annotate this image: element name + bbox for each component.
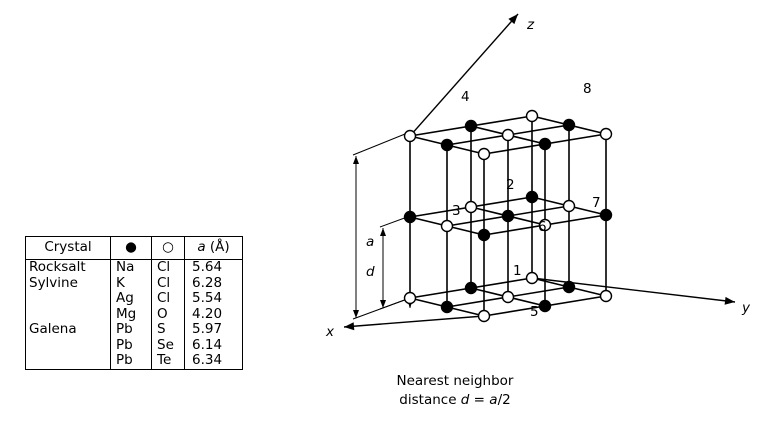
cell-lattice-constant: 6.28 <box>184 275 243 291</box>
caption-var-a: a <box>489 392 498 408</box>
cell-lattice-constant: 5.64 <box>184 259 243 276</box>
header-crystal: Crystal <box>25 236 111 260</box>
black-atom <box>599 208 613 222</box>
z-axis-line <box>409 13 519 137</box>
white-atom <box>477 147 491 161</box>
cell-white-atom: Cl <box>151 290 185 307</box>
diagram-labels: z x y ad 1 2 3 4 5 6 7 8 <box>325 17 751 340</box>
atom-number-label: 3 <box>452 203 461 219</box>
cell-white-atom: Cl <box>151 275 185 291</box>
caption-line1: Nearest neighbor <box>396 373 514 389</box>
white-atom <box>501 290 515 304</box>
header-a-symbol: a <box>197 239 206 256</box>
cell-black-atom: Pb <box>110 321 152 338</box>
header-a-unit: (Å) <box>205 239 230 256</box>
black-atom <box>538 299 552 313</box>
z-axis-arrowhead <box>508 14 518 25</box>
white-atom <box>477 309 491 323</box>
black-atom <box>403 210 417 224</box>
black-atom <box>440 138 454 152</box>
x-axis-line <box>343 315 485 328</box>
y-axis-label: y <box>741 300 751 316</box>
black-atom <box>440 300 454 314</box>
y-axis-line <box>531 277 736 303</box>
dimension-markers <box>352 131 411 320</box>
white-atom <box>599 289 613 303</box>
white-atom <box>562 199 576 213</box>
atom-number-label: 7 <box>592 195 601 211</box>
white-atom <box>464 200 478 214</box>
caption-eq: = <box>469 392 490 408</box>
caption-line2: distance d = a/2 <box>360 391 550 410</box>
black-atom <box>464 281 478 295</box>
atom-number-label: 5 <box>530 304 539 320</box>
z-axis-label: z <box>526 17 535 33</box>
cell-black-atom: Mg <box>110 306 152 322</box>
black-atom <box>477 228 491 242</box>
header-lattice-constant: a (Å) <box>184 236 243 260</box>
caption-line2-prefix: distance <box>399 392 461 408</box>
black-atom <box>538 137 552 151</box>
cell-lattice-constant: 4.20 <box>184 306 243 322</box>
atom-number-label: 2 <box>506 177 515 193</box>
white-atom <box>525 109 539 123</box>
cell-black-atom: Ag <box>110 290 152 307</box>
white-atom <box>440 219 454 233</box>
cell-lattice-constant: 5.54 <box>184 290 243 307</box>
header-black-atom: ● <box>110 236 152 260</box>
cell-white-atom: Se <box>151 337 185 353</box>
coordinate-axes <box>343 13 736 331</box>
cell-black-atom: Na <box>110 259 152 276</box>
atom-number-label: 1 <box>513 263 522 279</box>
caption-suffix: /2 <box>497 392 511 408</box>
cell-lattice-constant: 6.14 <box>184 337 243 353</box>
dim-d-label: d <box>366 264 375 280</box>
caption: Nearest neighbor distance d = a/2 <box>360 372 550 410</box>
dim-d-arrow-top <box>380 228 386 236</box>
dim-a-arrow-top <box>353 156 359 164</box>
black-atom <box>562 280 576 294</box>
cell-white-atom: Cl <box>151 259 185 276</box>
atom-number-label: 8 <box>583 81 592 97</box>
dim-a-label: a <box>366 234 374 250</box>
black-atom <box>562 118 576 132</box>
lattice-atoms <box>403 109 613 323</box>
white-atom <box>501 128 515 142</box>
caption-var-d: d <box>460 392 470 408</box>
cell-black-atom: Pb <box>110 337 152 353</box>
white-atom <box>403 291 417 305</box>
atom-number-label: 6 <box>538 219 547 235</box>
x-axis-arrowhead <box>344 322 355 331</box>
black-atom <box>501 209 515 223</box>
white-atom <box>403 129 417 143</box>
dim-a-arrow-bottom <box>353 310 359 318</box>
cell-white-atom: Te <box>151 352 185 370</box>
white-atom <box>599 127 613 141</box>
y-axis-arrowhead <box>724 296 735 305</box>
table-header-row: Crystal ● ○ a (Å) <box>25 236 243 260</box>
cell-lattice-constant: 5.97 <box>184 321 243 338</box>
dim-d-arrow-bottom <box>380 300 386 308</box>
cell-crystal: Galena <box>25 321 111 338</box>
white-atom <box>525 271 539 285</box>
x-axis-label: x <box>325 324 335 340</box>
black-atom <box>525 190 539 204</box>
atom-number-label: 4 <box>461 89 470 105</box>
black-atom <box>464 119 478 133</box>
white-atom <box>538 218 552 232</box>
cell-lattice-constant: 6.34 <box>184 352 243 370</box>
cell-black-atom: Pb <box>110 352 152 370</box>
dim-ext-line <box>352 131 411 156</box>
